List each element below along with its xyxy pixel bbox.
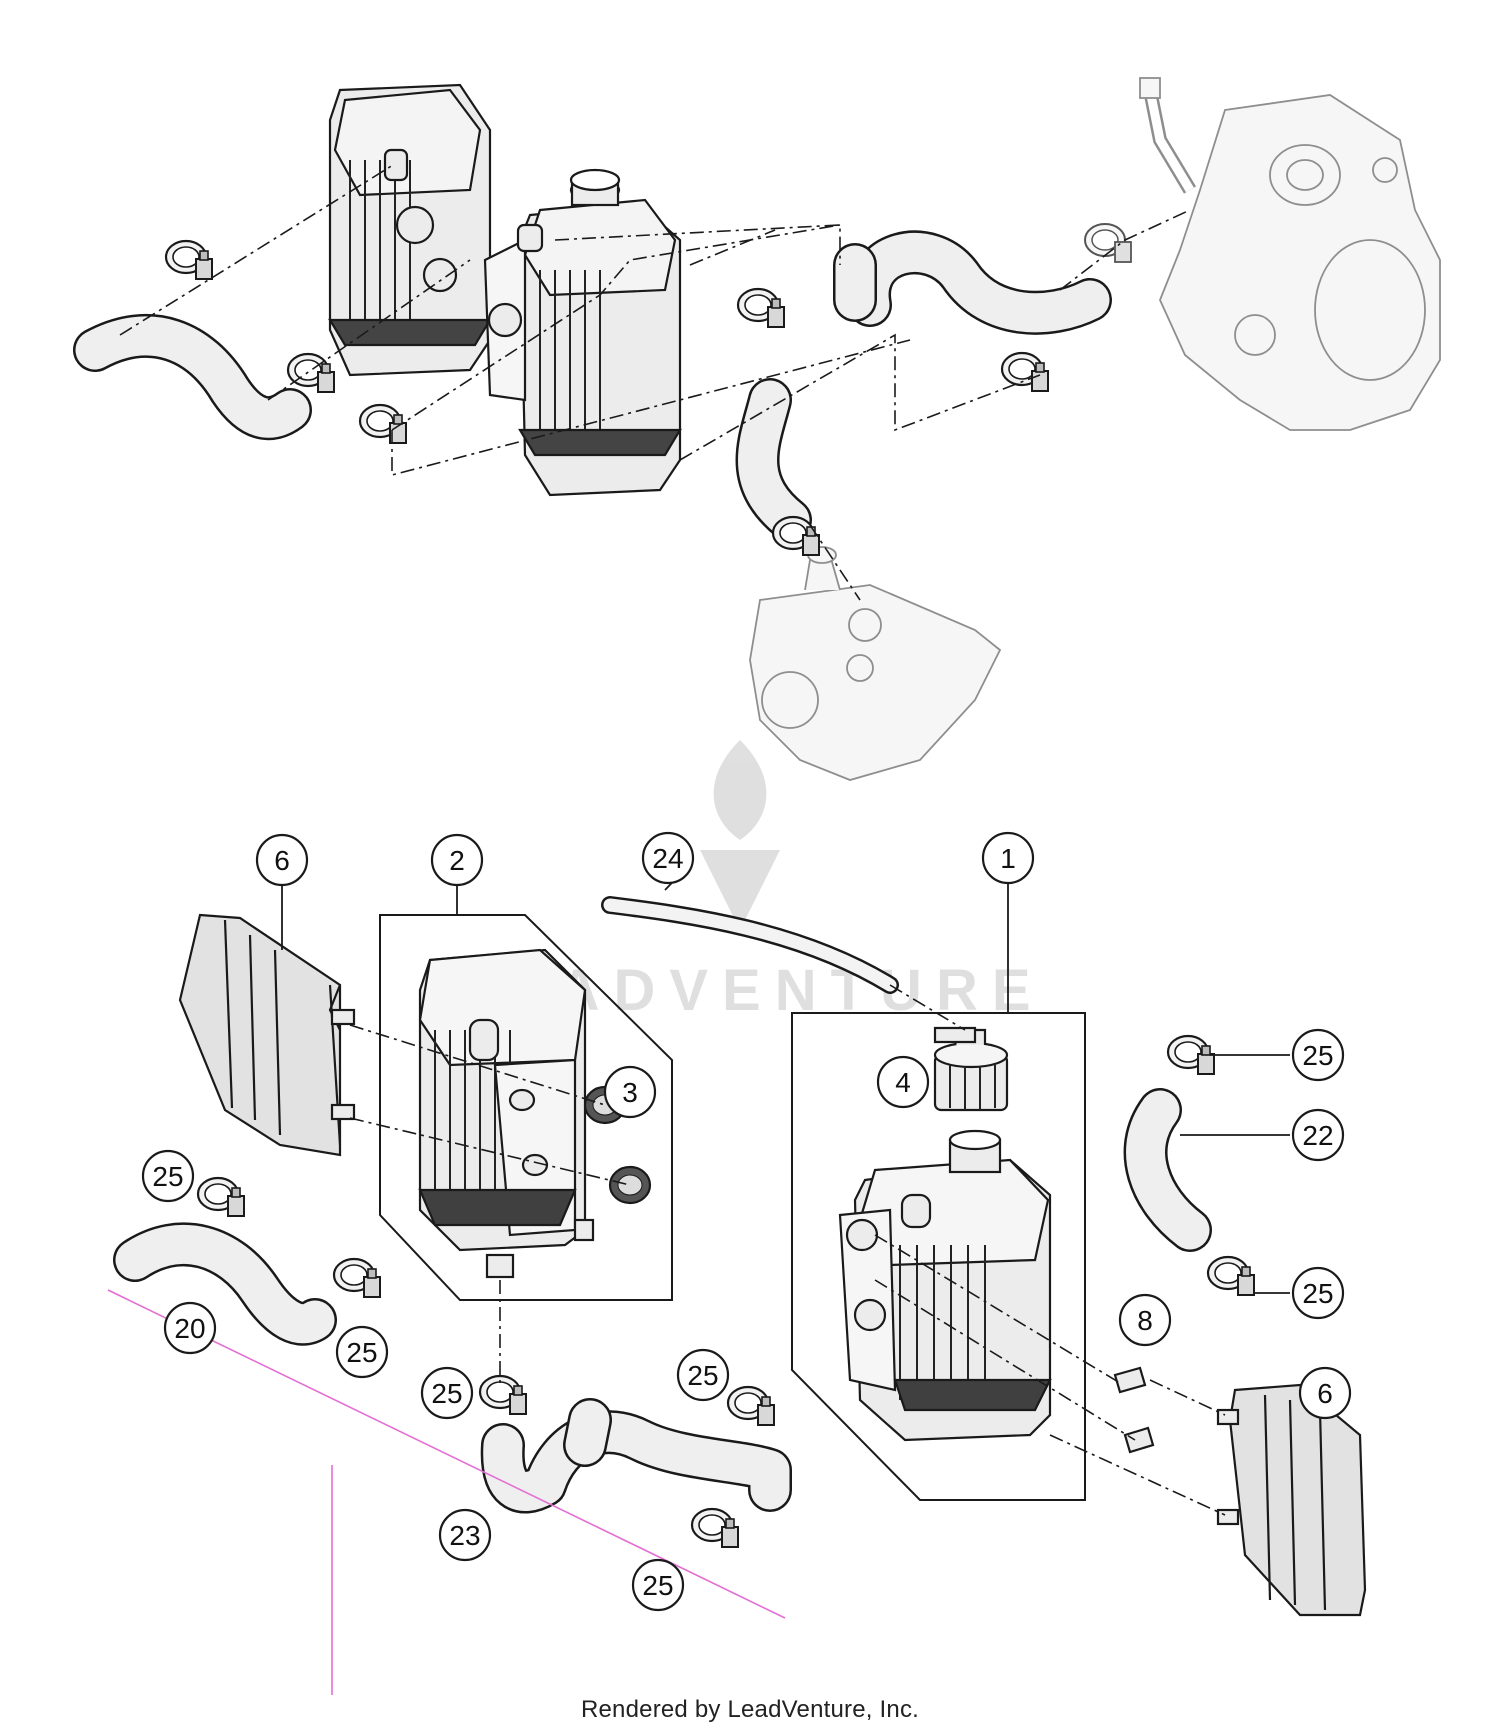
svg-text:6: 6	[274, 845, 290, 876]
svg-text:3: 3	[622, 1077, 638, 1108]
callout-25-g[interactable]: 25	[1291, 1266, 1345, 1320]
top-radiator-right-graphic	[483, 168, 682, 497]
svg-text:23: 23	[449, 1520, 480, 1551]
callout-25-f[interactable]: 25	[1291, 1028, 1345, 1082]
cylinder-head-graphic	[749, 546, 1002, 781]
footer-credit: Rendered by LeadVenture, Inc.	[580, 1696, 920, 1723]
svg-text:1: 1	[1000, 843, 1016, 874]
screws-graphic	[1113, 1366, 1155, 1454]
callout-6-right[interactable]: 6	[1298, 1366, 1352, 1420]
callout-25-e[interactable]: 25	[631, 1558, 685, 1612]
svg-text:25: 25	[152, 1161, 183, 1192]
callout-8[interactable]: 8	[1118, 1293, 1172, 1347]
hose-24-graphic	[601, 896, 899, 994]
radiator-1-group-frame	[791, 1012, 1086, 1501]
hose-23-graphic	[480, 1398, 792, 1514]
callout-22[interactable]: 22	[1291, 1108, 1345, 1162]
svg-text:4: 4	[895, 1067, 911, 1098]
callout-25-a[interactable]: 25	[141, 1149, 195, 1203]
callout-4[interactable]: 4	[876, 1055, 930, 1109]
svg-text:25: 25	[431, 1378, 462, 1409]
top-hoses-graphic	[73, 230, 1112, 542]
svg-text:24: 24	[652, 843, 683, 874]
callout-25-c[interactable]: 25	[420, 1366, 474, 1420]
radiator-guard-left-graphic	[178, 913, 356, 1157]
hose-22-graphic	[1123, 1088, 1212, 1252]
callout-23[interactable]: 23	[438, 1508, 492, 1562]
callout-20[interactable]: 20	[163, 1301, 217, 1355]
radiator-guard-right-graphic	[1216, 1383, 1367, 1617]
callout-6-left[interactable]: 6	[255, 833, 309, 887]
svg-text:25: 25	[642, 1570, 673, 1601]
callout-25-b[interactable]: 25	[335, 1325, 389, 1379]
callout-24[interactable]: 24	[641, 831, 695, 885]
radiator-2-group-frame	[379, 914, 673, 1301]
svg-text:25: 25	[1302, 1278, 1333, 1309]
engine-cover-graphic	[1139, 77, 1441, 431]
svg-text:2: 2	[449, 845, 465, 876]
svg-text:25: 25	[687, 1360, 718, 1391]
svg-text:6: 6	[1317, 1378, 1333, 1409]
callout-3[interactable]: 3	[603, 1065, 657, 1119]
top-radiator-left-graphic	[328, 83, 492, 377]
svg-text:20: 20	[174, 1313, 205, 1344]
callout-2[interactable]: 2	[430, 833, 484, 887]
callout-25-d[interactable]: 25	[676, 1348, 730, 1402]
callouts: 1 2 3 4 6 6 8 20 22 23 24 25 25 25 25 25…	[141, 831, 1352, 1612]
svg-text:8: 8	[1137, 1305, 1153, 1336]
radiator-cap-graphic	[933, 1026, 1009, 1112]
svg-text:22: 22	[1302, 1120, 1333, 1151]
hose-20-graphic	[113, 1222, 337, 1346]
radiator-1-graphic	[838, 1129, 1052, 1442]
radiator-2-graphic	[418, 948, 595, 1279]
callout-1[interactable]: 1	[981, 831, 1035, 885]
svg-text:25: 25	[1302, 1040, 1333, 1071]
top-assembly	[73, 77, 1441, 781]
svg-text:25: 25	[346, 1337, 377, 1368]
